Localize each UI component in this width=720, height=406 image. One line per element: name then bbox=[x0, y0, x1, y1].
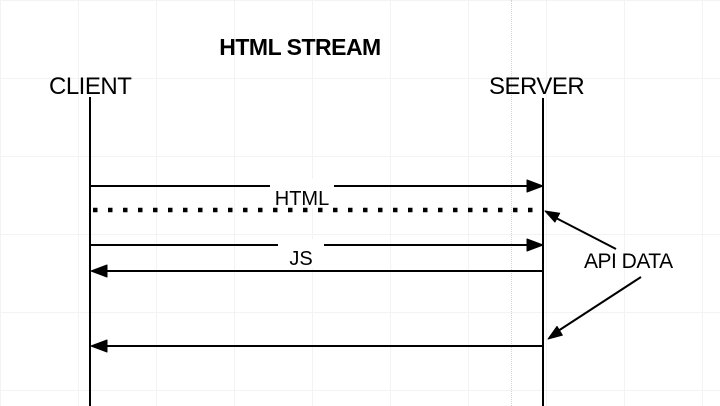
api-data-pointer-lower-line bbox=[557, 276, 642, 332]
html-label-mask bbox=[270, 179, 334, 208]
html-message-label: HTML bbox=[275, 188, 329, 210]
diagram-title: HTML STREAM bbox=[219, 34, 380, 60]
arrow-html-request-head-icon bbox=[526, 179, 544, 193]
api-data-pointer-lower-head-icon bbox=[547, 325, 563, 340]
client-actor-label: CLIENT bbox=[49, 73, 132, 100]
arrow-api-data-response-head-icon bbox=[90, 339, 108, 353]
api-data-pointer-upper-head-icon bbox=[544, 210, 561, 223]
api-data-annotation-label: API DATA bbox=[584, 250, 673, 273]
server-actor-label: SERVER bbox=[489, 73, 584, 100]
js-message-label: JS bbox=[289, 248, 312, 270]
js-label-mask bbox=[278, 239, 324, 268]
page-divider-line bbox=[511, 0, 512, 406]
api-data-pointer-upper-line bbox=[555, 217, 617, 250]
arrow-js-response-head-icon bbox=[90, 264, 108, 278]
arrow-js-request-head-icon bbox=[526, 238, 544, 252]
